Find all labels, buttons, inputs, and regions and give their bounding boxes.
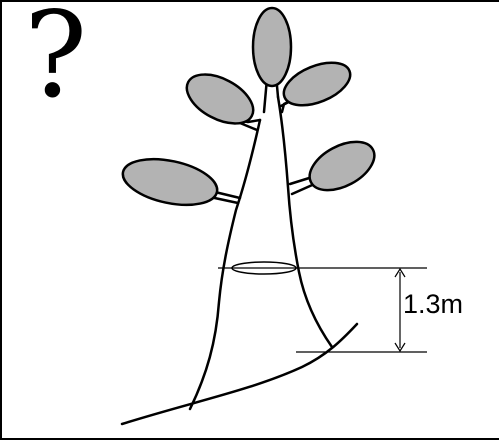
trunk-left-edge <box>190 120 260 409</box>
question-mark: ? <box>24 0 87 114</box>
trunk-right-edge <box>278 97 332 347</box>
height-label: 1.3m <box>403 291 463 318</box>
leaf-top <box>253 8 291 86</box>
leaf-lower-left <box>119 151 222 212</box>
leaf-upper-left <box>179 64 261 133</box>
foliage <box>119 8 383 213</box>
ground-line <box>122 324 357 424</box>
leaf-lower-right <box>302 132 383 200</box>
